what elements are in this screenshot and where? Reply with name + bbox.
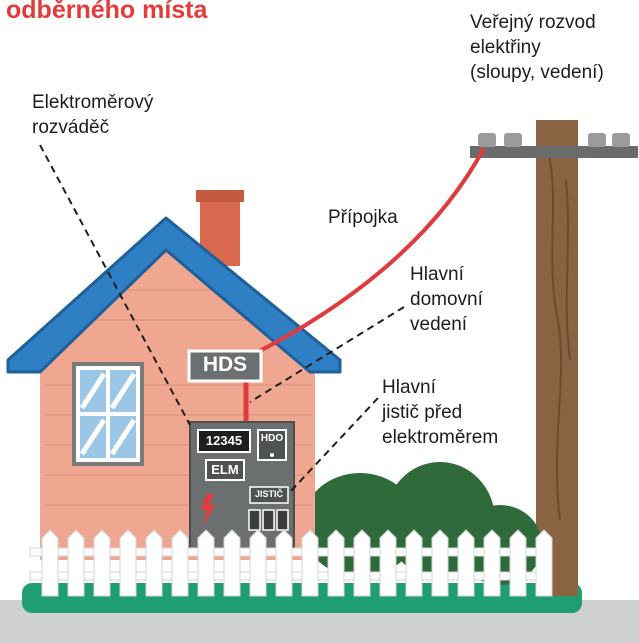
jistic-box [249,486,289,504]
label-line: vedení [410,314,468,335]
window [72,362,144,466]
label-line: (sloupy, vedení) [470,62,604,83]
label-line: jistič před [382,402,463,423]
label-hlavni-domovni-vedeni: Hlavní domovní vedení [410,262,483,337]
insulator-3 [588,133,606,147]
fence-picket [353,529,371,597]
hds-box [187,349,263,383]
meter-reading: 12345 [205,433,243,448]
elm-box [205,459,245,481]
breaker-3 [276,509,289,531]
breaker-1 [248,509,261,531]
label-elektromerovy-rozvadec: Elektroměrový rozváděč [32,90,153,140]
hdo-label: HDO [260,433,284,444]
label-hlavni-jistic: Hlavní jistič před elektroměrem [382,375,498,450]
fence-picket [301,529,319,597]
pole-shaft [536,120,578,596]
fence-picket [457,529,475,597]
label-pripojka: Přípojka [328,207,398,228]
leader-domovni-vedeni [249,306,405,403]
hdo-indicator [270,453,274,457]
label-line: elektřiny [470,37,541,58]
fence-picket [431,529,449,597]
fence-picket [223,529,241,597]
label-verejny-rozvod: Veřejný rozvod elektřiny (sloupy, vedení… [470,10,604,85]
chimney-cap [196,190,244,202]
lightning-icon [201,494,215,526]
insulator-1 [478,133,496,147]
jistic-label: JISTIČ [254,489,283,499]
leader-rozvadec [39,144,191,426]
label-line: Elektroměrový [32,92,154,113]
fence-picket [93,529,111,597]
label-line: Veřejný rozvod [470,12,596,33]
fence-picket [197,529,215,597]
fence-picket [509,529,527,597]
fence-picket [41,529,59,597]
label-line: elektroměrem [382,427,499,448]
fence-picket [145,529,163,597]
fence-picket [119,529,137,597]
fence-picket [483,529,501,597]
fence-picket [535,529,553,597]
breaker-2 [262,509,275,531]
label-line: domovní [410,289,483,310]
label-line: Hlavní [382,377,436,398]
pole-crossarm [470,146,638,158]
label-line: rozváděč [32,117,110,138]
meter-display [197,429,251,453]
fence-picket [405,529,423,597]
roof [6,216,342,374]
fence-picket [379,529,397,597]
fence-picket [327,529,345,597]
fence-picket [171,529,189,597]
utility-pole [470,120,638,596]
insulator-4 [612,133,630,147]
pripojka-cable [251,147,486,357]
insulator-2 [504,133,522,147]
elm-label: ELM [211,462,239,477]
page-title: odběrného místa [6,0,208,24]
fence-picket [275,529,293,597]
leader-jistic [289,397,379,493]
fence-picket [67,529,85,597]
fence [29,529,553,597]
hds-label: HDS [202,353,248,376]
fence-picket [249,529,267,597]
label-line: Hlavní [410,264,464,285]
